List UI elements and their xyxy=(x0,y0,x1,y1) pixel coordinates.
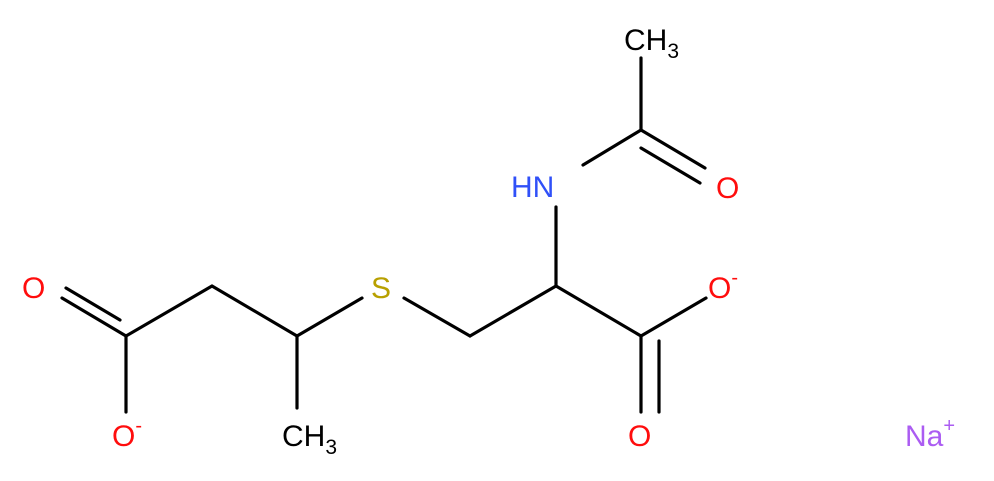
bond-co-n xyxy=(581,128,643,167)
atom-o-acetyl: O xyxy=(716,172,739,205)
bond-co-o-2 xyxy=(639,146,702,185)
atom-labels: CH3 O HN O- O S O O- CH3 Na+ xyxy=(22,24,955,459)
atom-nh: HN xyxy=(511,171,554,204)
bond-cl-o-1 xyxy=(60,296,128,338)
bond-s-ch xyxy=(295,296,364,338)
atom-na: Na+ xyxy=(905,415,955,453)
bond-ca-ch2 xyxy=(468,284,558,338)
atom-s: S xyxy=(371,272,391,305)
atom-o-carboxylate-right: O- xyxy=(708,267,738,305)
atom-ch3-bottom: CH3 xyxy=(282,420,337,459)
atom-o-carboxylate-left: O- xyxy=(112,415,142,453)
bond-co-o-1 xyxy=(639,128,707,170)
bond-cl-o-2 xyxy=(64,286,122,322)
atom-ch3-top: CH3 xyxy=(624,24,679,63)
atom-o-carbonyl-left: O xyxy=(22,272,45,305)
bond-ch2-s xyxy=(402,296,472,338)
bonds xyxy=(60,56,708,414)
bond-ca-cc xyxy=(554,284,643,338)
atom-o-carbonyl-right: O xyxy=(628,420,651,453)
bond-ch2-cl xyxy=(124,284,214,338)
bond-ch-ch2 xyxy=(210,284,299,338)
bond-cc-ominus xyxy=(639,296,708,338)
